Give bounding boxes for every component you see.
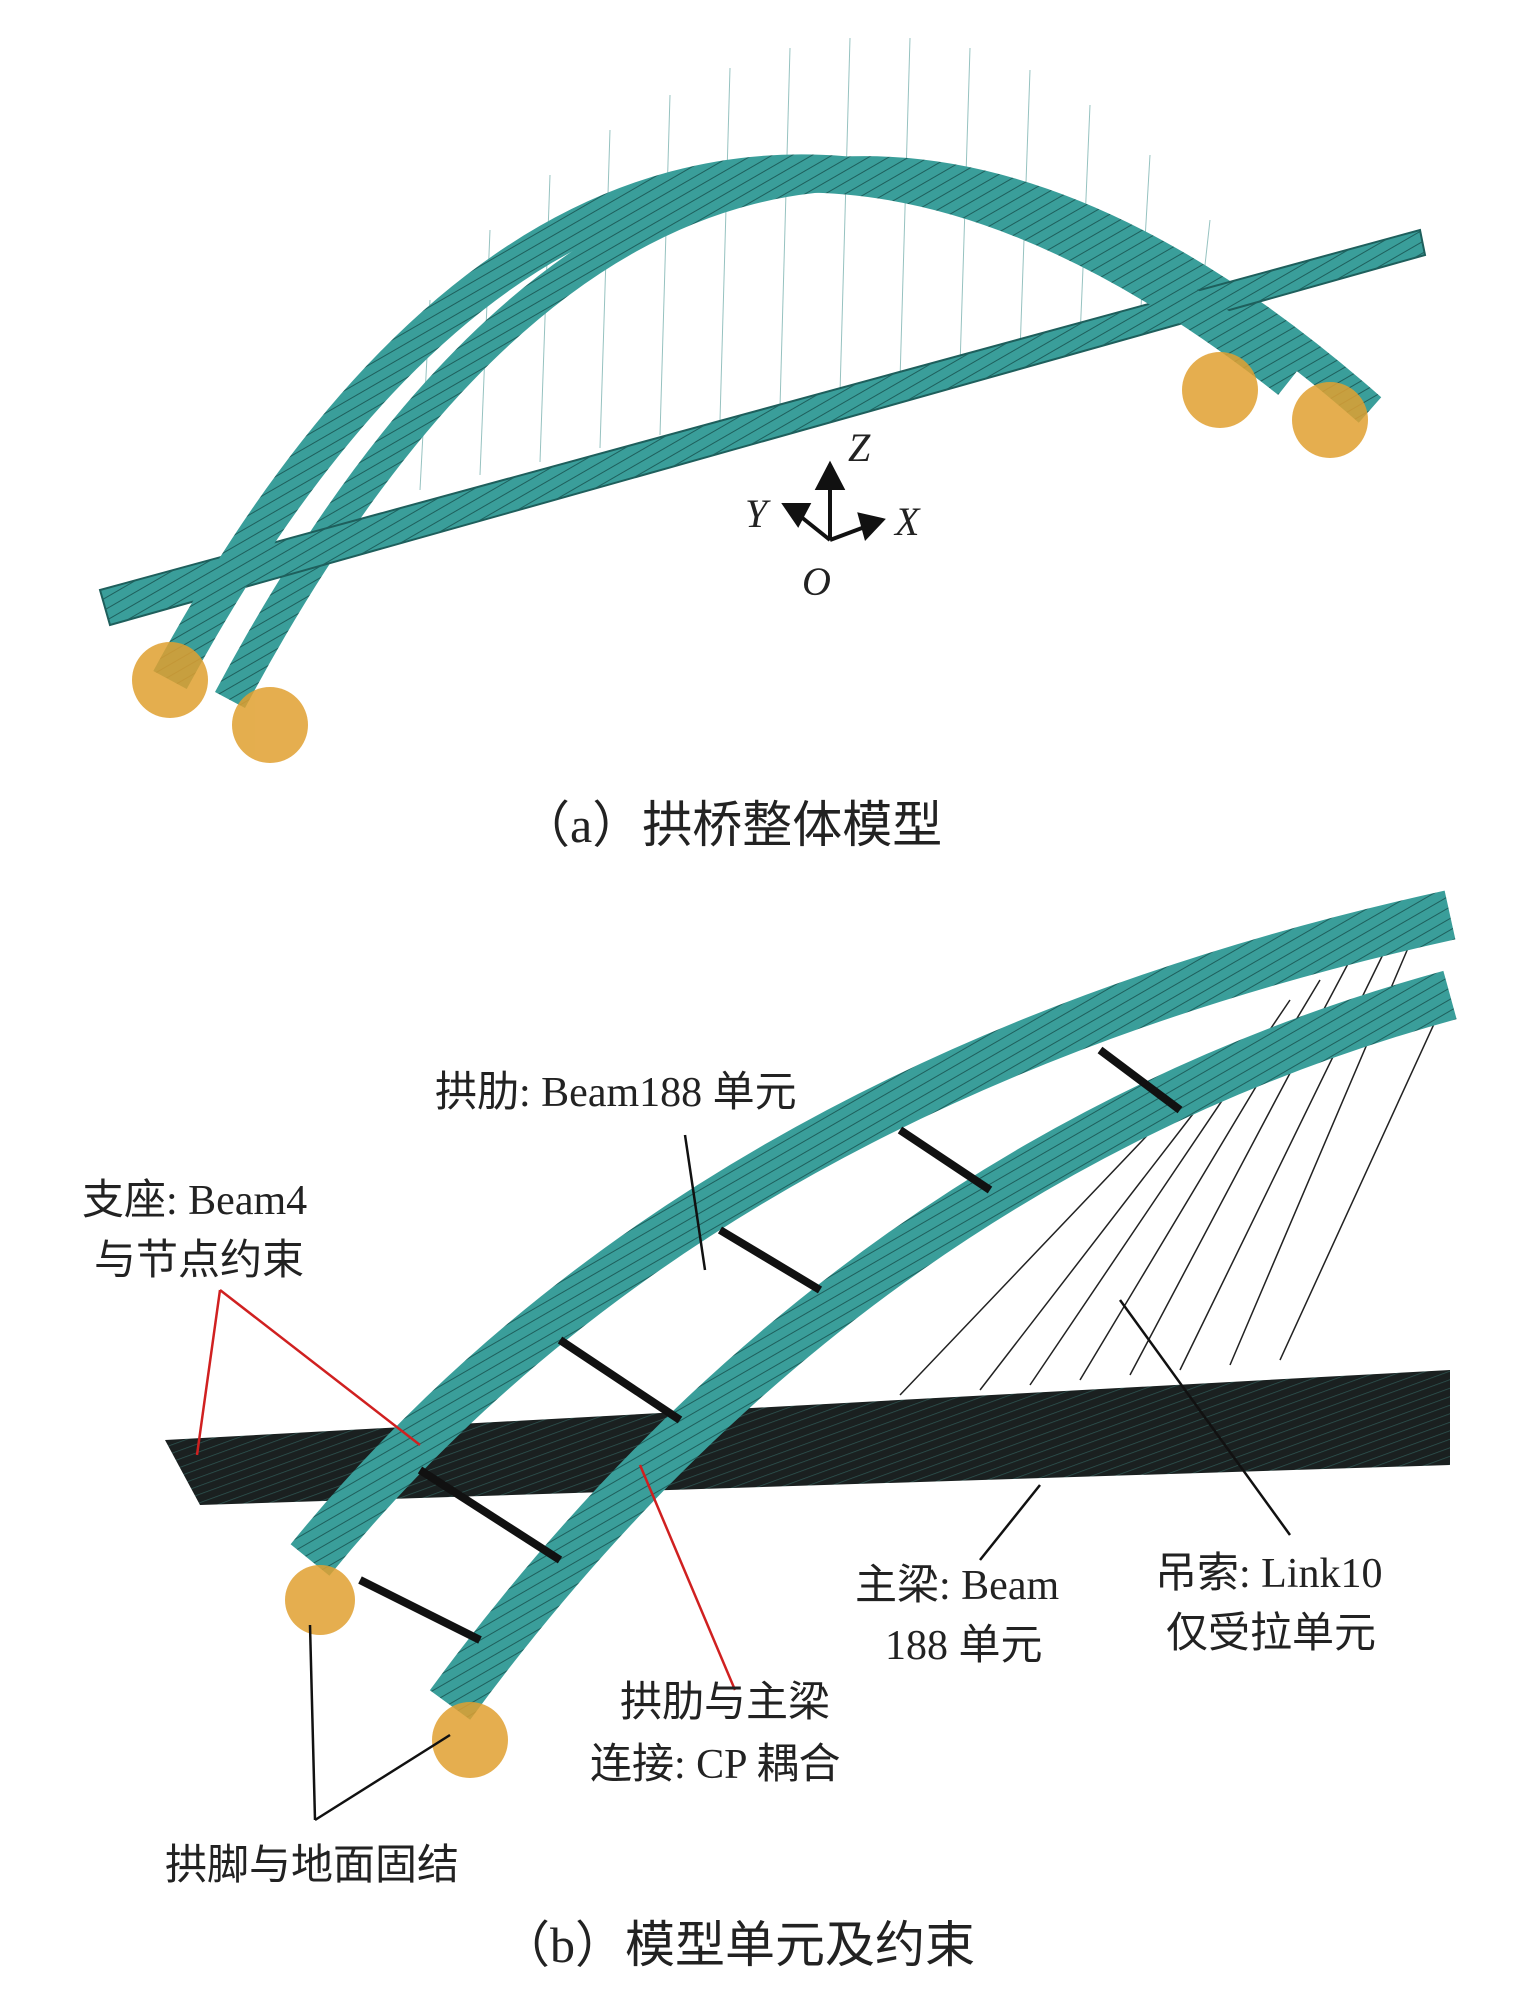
arch-bridge-overall-model [98,37,1427,763]
main-deck [98,228,1427,627]
arch-rib-left [290,890,1456,1576]
axis-origin-label: O [802,559,831,604]
arch-rib-front [153,154,1302,690]
label-coupling-2: 连接: CP 耦合 [590,1742,841,1788]
label-main-girder-1: 主梁: Beam [855,1563,1060,1609]
label-support-1: 支座: Beam4 [82,1178,308,1224]
label-hanger-2: 仅受拉单元 [1166,1611,1377,1657]
caption-a: （a）拱桥整体模型 [520,797,943,853]
arch-foot-supports [132,352,1368,763]
axis-y-label: Y [745,491,768,536]
label-arch-rib: 拱肋: Beam188 单元 [435,1070,797,1116]
model-elements-detail [165,890,1457,1822]
label-hanger-1: 吊索: Link10 [1155,1551,1383,1597]
arch-rib-right [429,970,1457,1720]
main-girder [165,1370,1450,1505]
label-coupling-1: 拱肋与主梁 [620,1680,831,1726]
label-support-2: 与节点约束 [94,1238,305,1284]
caption-b: （b）模型单元及约束 [500,1917,975,1973]
label-main-girder-2: 188 单元 [885,1623,1043,1669]
arch-rib-back [215,156,1382,709]
axis-z-label: Z [848,425,871,470]
foot-supports-detail [285,1565,508,1778]
label-arch-foot: 拱脚与地面固结 [165,1843,460,1889]
leader-lines [195,1134,1292,1822]
bracing [358,1046,1183,1644]
coordinate-axes [781,460,886,542]
axis-x-label: X [895,499,920,544]
